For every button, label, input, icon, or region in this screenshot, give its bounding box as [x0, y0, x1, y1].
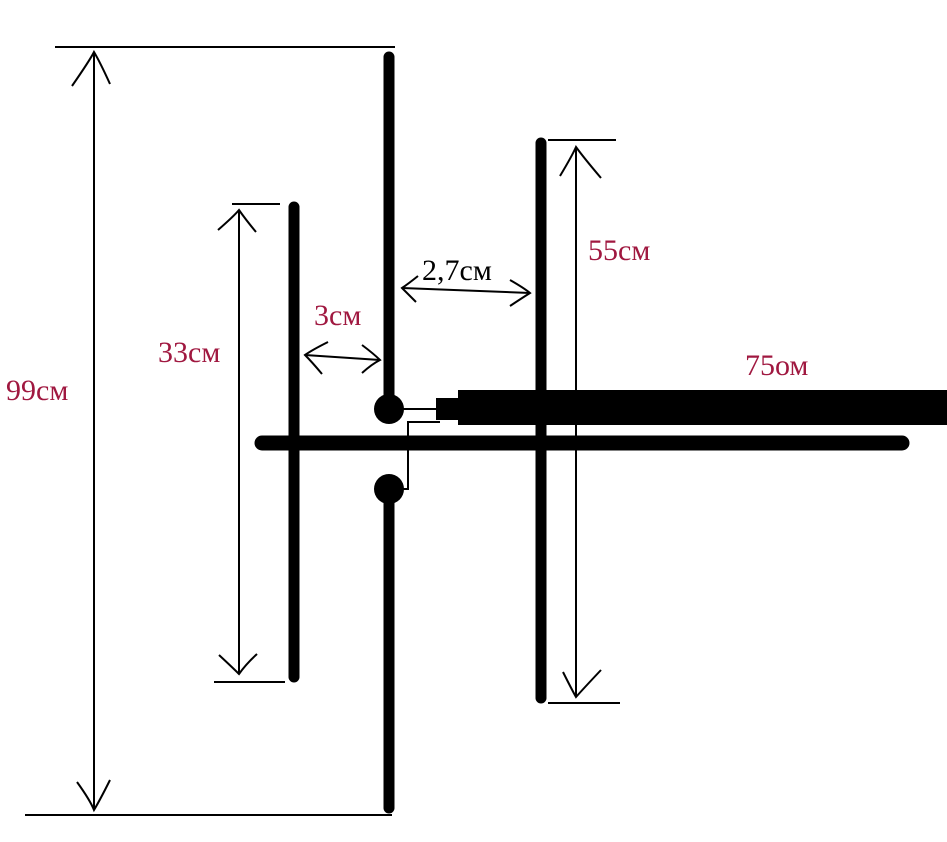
- feed-point-upper: [374, 394, 404, 424]
- dim-33-arrow-bottom: [218, 653, 258, 676]
- dim-99-arrow-bottom: [76, 779, 111, 813]
- gap-3-arrow-right: [361, 344, 382, 374]
- dim-99-label: 99см: [6, 374, 69, 407]
- gap-27-arrow-left: [400, 275, 419, 303]
- coax-cable: [458, 390, 947, 425]
- dim-55-arrow-top: [559, 145, 602, 179]
- dim-33-arrow-top: [217, 208, 257, 233]
- gap-3-label: 3см: [314, 299, 362, 332]
- gap-27-arrow-right: [509, 279, 532, 307]
- gap-3-arrow-left: [303, 341, 329, 375]
- feed-wire-lower: [402, 421, 440, 490]
- coax-connector: [436, 398, 460, 420]
- dim-99-arrow-top: [71, 49, 111, 87]
- gap-27-label: 2,7см: [422, 254, 492, 287]
- dim-55-arrow-bottom: [562, 669, 602, 699]
- feed-point-lower: [374, 474, 404, 504]
- dim-33-label: 33см: [158, 336, 221, 369]
- gap-3-arrow-line: [304, 354, 381, 361]
- dim-55-label: 55см: [588, 234, 651, 267]
- gap-27-arrow-line: [401, 287, 531, 294]
- impedance-label: 75ом: [745, 349, 809, 382]
